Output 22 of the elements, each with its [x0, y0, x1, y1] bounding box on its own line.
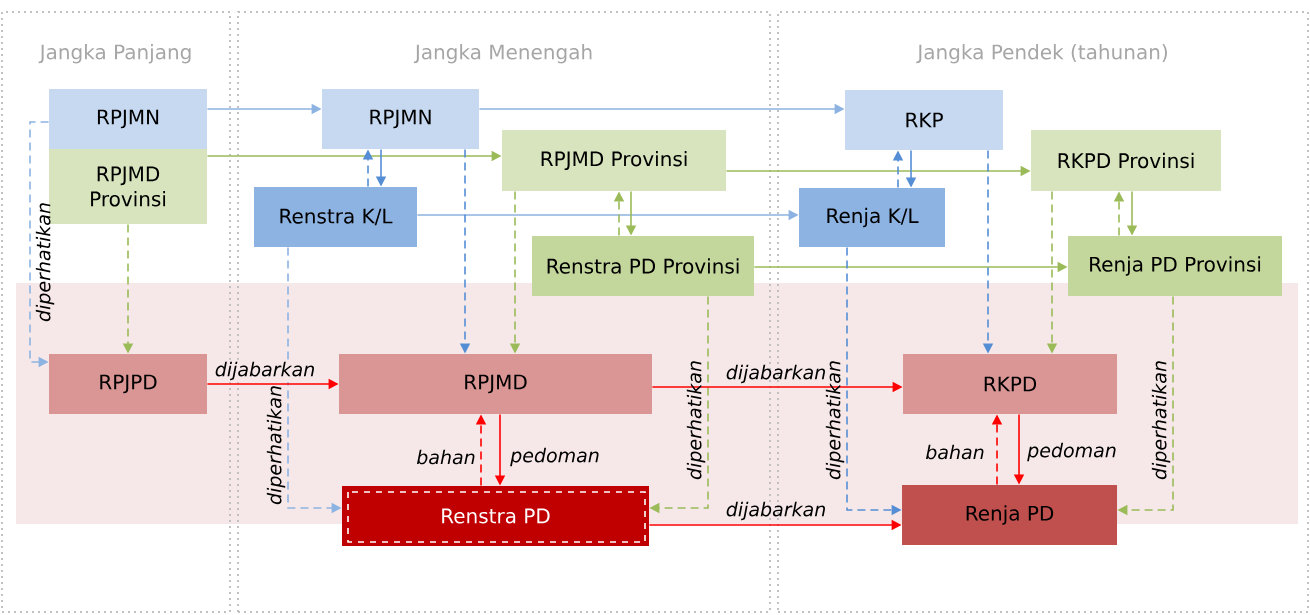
document-box: Renstra K/L [254, 187, 417, 247]
document-box: RPJMN [322, 89, 479, 149]
edge-label: bahan [417, 449, 475, 465]
document-box: Renja PD [902, 485, 1117, 545]
edge-label: diperhatikan [825, 361, 845, 480]
edge-label: pedoman [1027, 442, 1116, 462]
document-box: RPJPD [49, 354, 207, 414]
edge-label: diperhatikan [1151, 361, 1171, 480]
edge-label: pedoman [510, 447, 599, 467]
document-box: RKP [845, 90, 1003, 150]
highlighted-box: Renstra PD [342, 486, 649, 546]
document-box: RPJMD [339, 354, 652, 414]
edge-label: diperhatikan [686, 361, 706, 480]
document-box: RPJMD Provinsi [502, 130, 726, 191]
edge-label: bahan [926, 444, 984, 460]
document-box: RPJMN [49, 89, 207, 149]
document-box: Renja PD Provinsi [1068, 236, 1282, 296]
document-box: Renstra PD Provinsi [532, 236, 754, 296]
document-box: RKPD Provinsi [1031, 130, 1221, 191]
document-box: RKPD [903, 354, 1117, 414]
edge-label: diperhatikan [266, 386, 286, 505]
document-box: Renja K/L [799, 188, 945, 247]
